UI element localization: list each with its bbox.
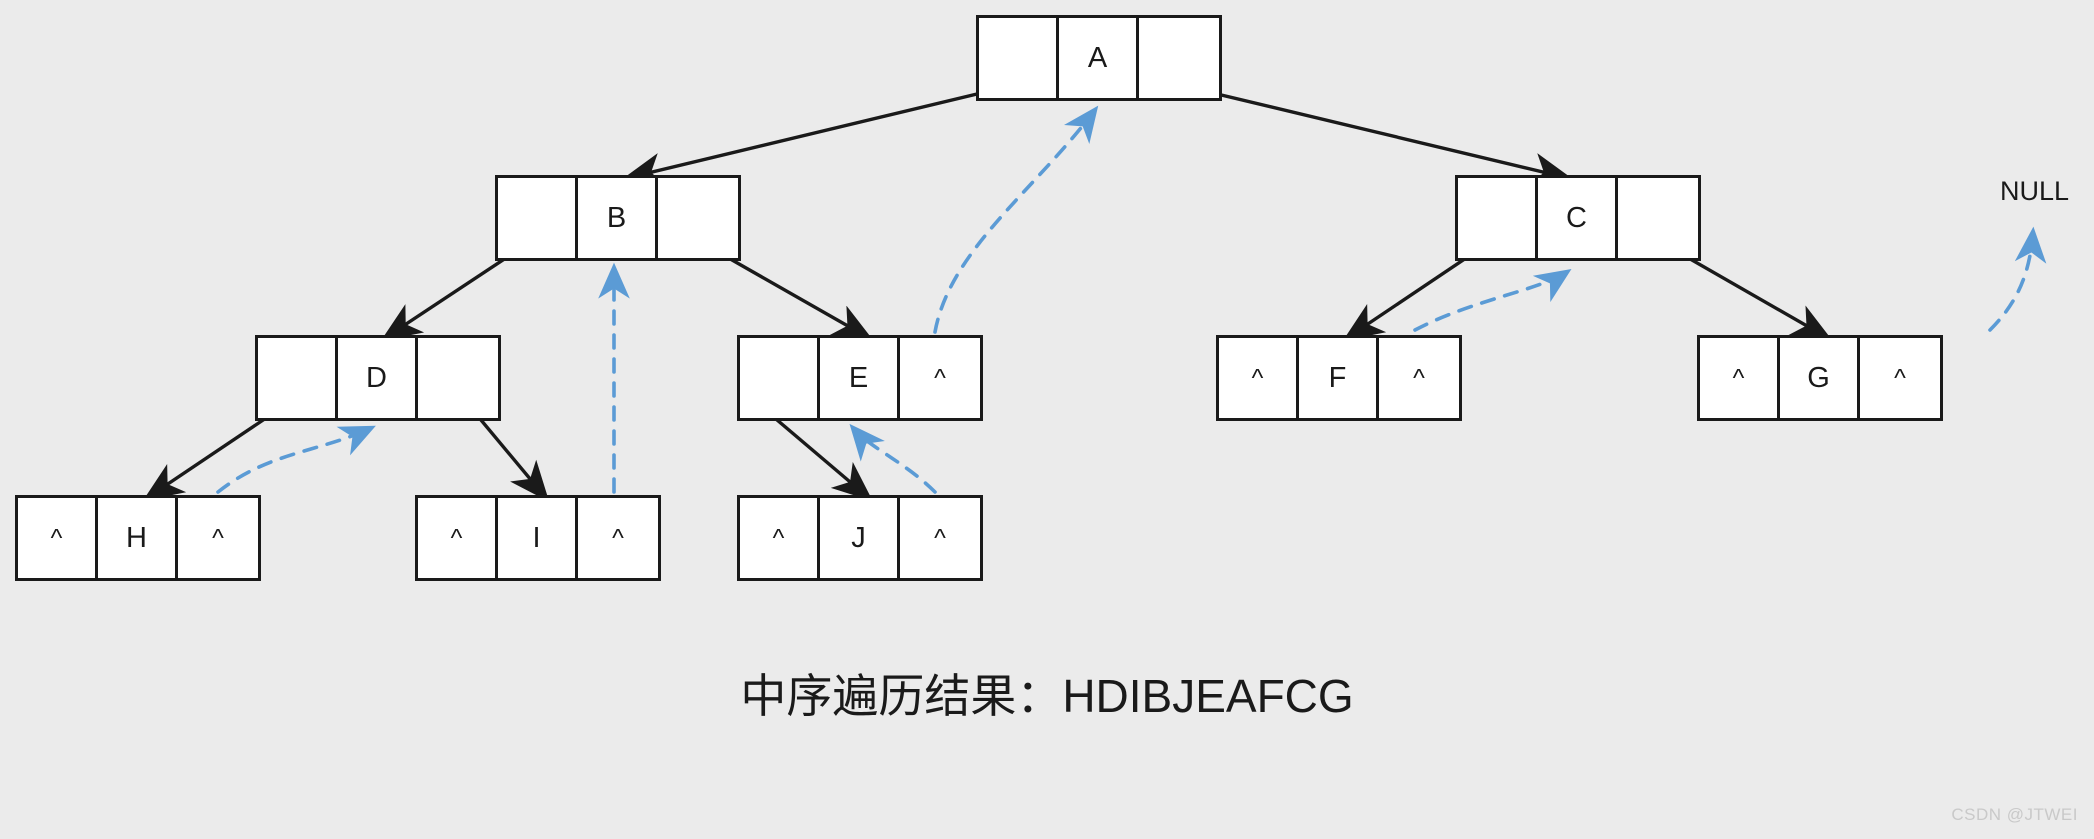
node-I-left-pointer: ^: [418, 498, 498, 578]
tree-edge-b-right: [710, 246, 874, 341]
node-A[interactable]: A: [976, 15, 1222, 101]
node-G-left-pointer: ^: [1700, 338, 1780, 418]
traversal-edge-e-to-a: [933, 105, 1099, 334]
tree-edge-c-left: [1342, 246, 1482, 341]
node-I-right-pointer: ^: [578, 498, 658, 578]
tree-edge-a-right: [1191, 86, 1573, 187]
node-E-left-pointer: [740, 338, 820, 418]
node-H-right-pointer: ^: [178, 498, 258, 578]
traversal-edge-g-to-null: [1988, 226, 2047, 332]
tree-edge-b-left: [380, 246, 522, 341]
node-J[interactable]: ^ J ^: [737, 495, 983, 581]
tree-edge-d-left: [142, 406, 282, 501]
node-D[interactable]: D: [255, 335, 501, 421]
node-B-left-pointer: [498, 178, 578, 258]
traversal-result-caption: 中序遍历结果：HDIBJEAFCG: [740, 670, 1354, 722]
node-C-data: C: [1538, 178, 1618, 258]
node-H[interactable]: ^ H ^: [15, 495, 261, 581]
node-A-right-pointer: [1139, 18, 1219, 98]
node-F-left-pointer: ^: [1219, 338, 1299, 418]
node-I-data: I: [498, 498, 578, 578]
node-J-data: J: [820, 498, 900, 578]
node-G[interactable]: ^ G ^: [1697, 335, 1943, 421]
node-B-data: B: [578, 178, 658, 258]
node-J-left-pointer: ^: [740, 498, 820, 578]
node-H-left-pointer: ^: [18, 498, 98, 578]
tree-edge-c-right: [1670, 246, 1833, 341]
node-B-right-pointer: [658, 178, 738, 258]
node-I[interactable]: ^ I ^: [415, 495, 661, 581]
node-B[interactable]: B: [495, 175, 741, 261]
node-D-data: D: [338, 338, 418, 418]
tree-edge-e-left: [761, 406, 873, 502]
node-F-right-pointer: ^: [1379, 338, 1459, 418]
traversal-edge-j-to-e: [849, 423, 937, 494]
node-C[interactable]: C: [1455, 175, 1701, 261]
null-label: NULL: [2000, 176, 2070, 206]
node-E-data: E: [820, 338, 900, 418]
node-J-right-pointer: ^: [900, 498, 980, 578]
node-G-data: G: [1780, 338, 1860, 418]
node-E-right-pointer: ^: [900, 338, 980, 418]
node-C-right-pointer: [1618, 178, 1698, 258]
node-F[interactable]: ^ F ^: [1216, 335, 1462, 421]
node-C-left-pointer: [1458, 178, 1538, 258]
node-E[interactable]: E ^: [737, 335, 983, 421]
node-H-data: H: [98, 498, 178, 578]
node-D-left-pointer: [258, 338, 338, 418]
traversal-edge-f-to-c: [1413, 269, 1572, 332]
node-F-data: F: [1299, 338, 1379, 418]
node-A-data: A: [1059, 18, 1139, 98]
traversal-edge-h-to-d: [216, 425, 376, 494]
tree-edge-a-left: [622, 86, 1003, 187]
watermark: CSDN @JTWEI: [1951, 805, 2078, 824]
node-D-right-pointer: [418, 338, 498, 418]
node-A-left-pointer: [979, 18, 1059, 98]
node-G-right-pointer: ^: [1860, 338, 1940, 418]
tree-edge-d-right: [469, 406, 550, 502]
